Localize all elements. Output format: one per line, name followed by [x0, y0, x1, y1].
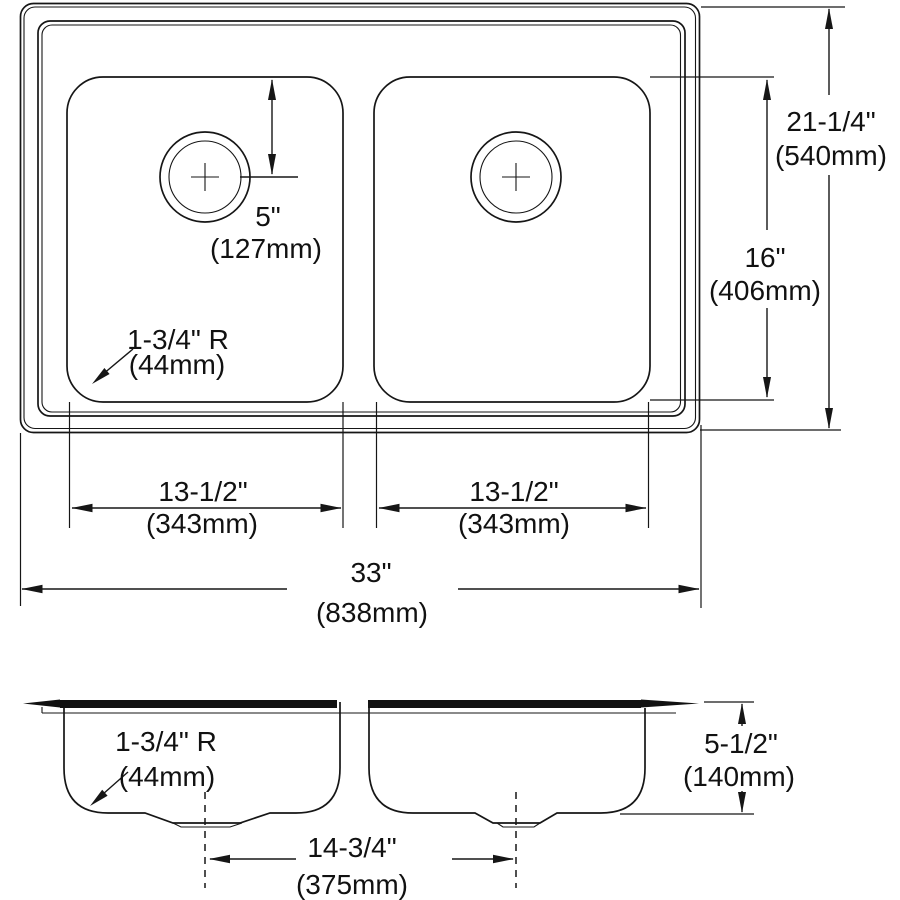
left-drain — [159, 131, 251, 223]
dim-corner-radius-side-mm: (44mm) — [119, 761, 215, 792]
arrowhead-diagonal-icon — [90, 789, 108, 806]
dim-overall-width-inches: 33" — [350, 557, 391, 588]
right-drain — [470, 131, 562, 223]
dim-bowl-front-to-back: 16" (406mm) — [650, 76, 821, 401]
dim-bowl-front-to-back-inches: 16" — [744, 242, 785, 273]
arrowhead-down-icon — [763, 377, 771, 398]
right-bowl-profile — [368, 702, 646, 824]
rim-left-tapered-lip — [23, 699, 60, 708]
dim-drain-spacing: 14-3/4" (375mm) — [209, 832, 514, 900]
sink-inner-rim-inner-line — [41, 24, 682, 413]
top-plan-view: 5" (127mm) 1-3/4" R (44mm) 16" (406mm) — [19, 2, 887, 628]
sink-outer-rim — [19, 2, 701, 434]
dim-left-bowl-width-inches: 13-1/2" — [158, 476, 247, 507]
dim-drain-spacing-mm: (375mm) — [296, 869, 408, 900]
dim-right-bowl-width: 13-1/2" (343mm) — [375, 402, 650, 539]
arrowhead-diagonal-icon — [92, 368, 110, 384]
arrowhead-right-icon — [320, 503, 342, 513]
arrowhead-up-icon — [825, 8, 833, 29]
rim-right-tapered-lip — [641, 699, 699, 708]
arrowhead-left-icon — [71, 503, 93, 513]
arrowhead-down-icon — [738, 792, 746, 813]
sink-outer-rim-inner-line — [23, 6, 697, 430]
right-bowl — [373, 76, 651, 403]
dim-drain-spacing-inches: 14-3/4" — [307, 832, 396, 863]
dim-bowl-depth-inches: 5-1/2" — [704, 728, 778, 759]
dim-overall-width: 33" (838mm) — [19, 425, 702, 628]
dim-overall-front-to-back-inches: 21-1/4" — [786, 106, 875, 137]
dim-right-bowl-width-inches: 13-1/2" — [469, 476, 558, 507]
dim-bowl-front-to-back-mm: (406mm) — [709, 275, 821, 306]
arrowhead-left-icon — [378, 503, 400, 513]
arrowhead-left-icon — [209, 854, 230, 864]
left-bowl-profile — [63, 702, 341, 824]
arrowhead-right-icon — [625, 503, 647, 513]
left-drain-recess — [172, 822, 243, 828]
dim-drain-offset: 5" (127mm) — [210, 79, 322, 264]
dim-corner-radius-side-inches: 1-3/4" R — [115, 726, 217, 757]
arrowhead-down-icon — [268, 154, 276, 175]
dim-overall-front-to-back-mm: (540mm) — [775, 140, 887, 171]
sink-rim-edge-right-segment — [368, 700, 641, 708]
arrowhead-up-icon — [268, 79, 276, 100]
arrowhead-up-icon — [763, 79, 771, 100]
callout-corner-radius-top: 1-3/4" R (44mm) — [92, 324, 229, 384]
dim-drain-offset-mm: (127mm) — [210, 233, 322, 264]
arrowhead-up-icon — [738, 703, 746, 724]
arrowhead-right-icon — [678, 584, 700, 594]
right-drain-outer-circle — [470, 131, 562, 223]
dim-bowl-depth: 5-1/2" (140mm) — [620, 701, 795, 815]
dim-right-bowl-width-mm: (343mm) — [458, 508, 570, 539]
dim-left-bowl-width: 13-1/2" (343mm) — [68, 402, 344, 539]
right-drain-inner-circle — [479, 140, 553, 214]
arrowhead-right-icon — [493, 854, 514, 864]
dim-left-bowl-width-mm: (343mm) — [146, 508, 258, 539]
arrowhead-left-icon — [21, 584, 43, 594]
dim-overall-width-mm: (838mm) — [316, 597, 428, 628]
callout-corner-radius-side: 1-3/4" R (44mm) — [90, 726, 217, 806]
left-drain-center-cross — [191, 163, 219, 191]
side-section-view: 1-3/4" R (44mm) 14-3/4" (375mm) 5-1/2" (… — [23, 699, 795, 900]
sink-rim-edge-left-segment — [60, 700, 337, 708]
dim-bowl-depth-mm: (140mm) — [683, 761, 795, 792]
right-drain-center-cross — [502, 163, 530, 191]
dim-corner-radius-top-mm: (44mm) — [129, 349, 225, 380]
dim-overall-front-to-back: 21-1/4" (540mm) — [700, 6, 887, 431]
right-drain-recess — [496, 822, 541, 828]
arrowhead-down-icon — [825, 408, 833, 429]
left-bowl — [66, 76, 344, 403]
dim-drain-offset-inches: 5" — [255, 201, 281, 232]
sink-inner-rim — [37, 20, 686, 417]
dim-corner-radius-top-inches: 1-3/4" R — [127, 324, 229, 355]
